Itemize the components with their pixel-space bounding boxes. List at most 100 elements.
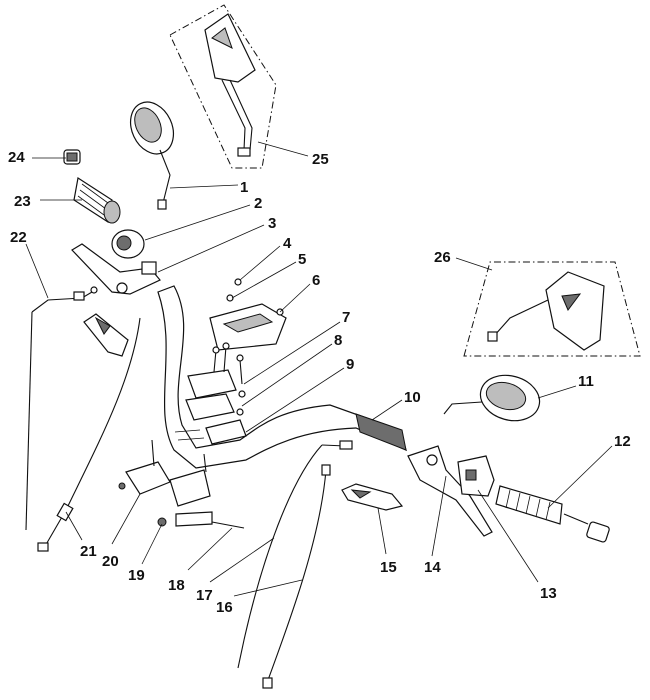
leader-26	[455, 257, 493, 271]
part-6-handlebar-cover	[209, 303, 287, 351]
callout-labels: 1 2 3 4 5 6 7 8 9 10 11 12 13 14 15 16 1…	[8, 149, 631, 616]
part-12-bolt	[563, 513, 589, 525]
leader-13	[477, 489, 539, 583]
part-15-right-hand-guard	[341, 483, 404, 511]
leader-lines	[25, 141, 613, 597]
part-2-throttle-housing	[111, 229, 145, 259]
part-14-lever-body	[407, 445, 493, 537]
part-1-stem	[159, 149, 171, 204]
part-25-stem-2	[229, 79, 253, 151]
bolt-head-4	[238, 390, 246, 398]
part-26-stem	[493, 299, 549, 337]
part-23-grip-flange	[103, 200, 121, 224]
part-1-left-mirror	[129, 101, 175, 210]
part-12-right-grip	[495, 485, 610, 543]
leader-15	[377, 507, 387, 555]
lower-clamp-bolts	[151, 439, 207, 473]
part-26-mirror-head	[545, 271, 605, 351]
part-16-end	[262, 677, 273, 689]
part-7-upper-clamp	[187, 369, 237, 399]
part-11-mirror-glass	[485, 381, 527, 411]
callout-10: 10	[404, 389, 421, 406]
part-25-reflector	[211, 27, 233, 49]
leader-9	[245, 367, 345, 433]
parts-19-20-lower-clamps	[118, 439, 245, 529]
callout-24: 24	[8, 149, 25, 166]
part-8-upper-clamp-2	[185, 393, 235, 421]
left-hand-guard-mark	[94, 316, 111, 335]
parts-4-5-screws	[226, 278, 284, 316]
callout-13: 13	[540, 585, 557, 602]
callout-7: 7	[342, 309, 350, 326]
leader-6	[279, 283, 311, 313]
part-14-pivot	[426, 454, 438, 466]
callout-16: 16	[216, 599, 233, 616]
part-13-switch-housing	[457, 455, 495, 497]
part-21-end	[37, 542, 49, 552]
callout-14: 14	[424, 559, 441, 576]
part-24-center	[66, 152, 78, 162]
callout-4: 4	[283, 235, 292, 252]
part-25-mirror-group	[169, 4, 277, 169]
part-26-dashed-frame	[463, 261, 641, 357]
leader-5	[231, 261, 297, 299]
leader-14	[431, 475, 447, 557]
handlebar-right-end	[355, 413, 407, 451]
callout-19: 19	[128, 567, 145, 584]
part-2-housing-hole	[116, 235, 132, 251]
part-17-fitting	[339, 440, 353, 450]
leader-17	[209, 537, 275, 583]
callout-17: 17	[196, 587, 213, 604]
part-19-nut	[157, 517, 167, 527]
part-25-mirror-head	[204, 13, 256, 83]
part-6-cover-top	[222, 313, 274, 333]
part-9-clamp	[205, 419, 247, 445]
part-26-mirror-group	[463, 261, 641, 357]
callout-11: 11	[578, 373, 594, 390]
part-25-dashed-frame	[169, 4, 277, 169]
leader-1	[169, 184, 239, 189]
leader-2	[144, 204, 251, 241]
part-18-bracket	[175, 511, 213, 527]
callout-25: 25	[312, 151, 329, 168]
handlebar-knurl	[174, 429, 205, 441]
part-14-right-lever	[407, 445, 493, 537]
part-4-screw	[234, 278, 242, 286]
leader-10	[371, 399, 403, 421]
callout-1: 1	[240, 179, 248, 196]
leader-3	[157, 224, 265, 273]
part-26-reflector	[561, 293, 582, 311]
part-24-bar-end	[63, 149, 81, 165]
left-hand-guard-body	[83, 313, 129, 357]
bolt-head-5	[236, 408, 244, 416]
part-19-lower-clamp	[169, 469, 211, 507]
callout-22: 22	[10, 229, 27, 246]
parts-16-17-cables	[237, 440, 353, 689]
part-26-bolt	[487, 331, 498, 342]
callout-20: 20	[102, 553, 119, 570]
part-18-bolt	[211, 521, 245, 529]
part-5-screw	[226, 294, 234, 302]
callout-3: 3	[268, 215, 276, 232]
clamp-bolts	[213, 345, 243, 385]
leader-19	[141, 523, 163, 565]
part-12-grip-ribs	[505, 489, 551, 521]
handlebar-part-10	[157, 285, 407, 469]
callout-18: 18	[168, 577, 185, 594]
leader-8	[241, 343, 333, 407]
leader-25	[257, 141, 309, 157]
callout-12: 12	[614, 433, 631, 450]
part-22-end	[31, 291, 93, 313]
part-20-nut	[118, 482, 126, 490]
part-3-perch	[141, 261, 157, 275]
part-23-grip	[73, 177, 121, 224]
leader-16	[233, 579, 303, 597]
part-23-grip-ribs	[77, 183, 109, 216]
part-11-right-mirror	[443, 374, 541, 422]
leader-20	[111, 493, 141, 545]
part-1-mirror-glass	[134, 107, 162, 143]
part-20-lower-clamp	[125, 461, 171, 495]
callout-15: 15	[380, 559, 397, 576]
